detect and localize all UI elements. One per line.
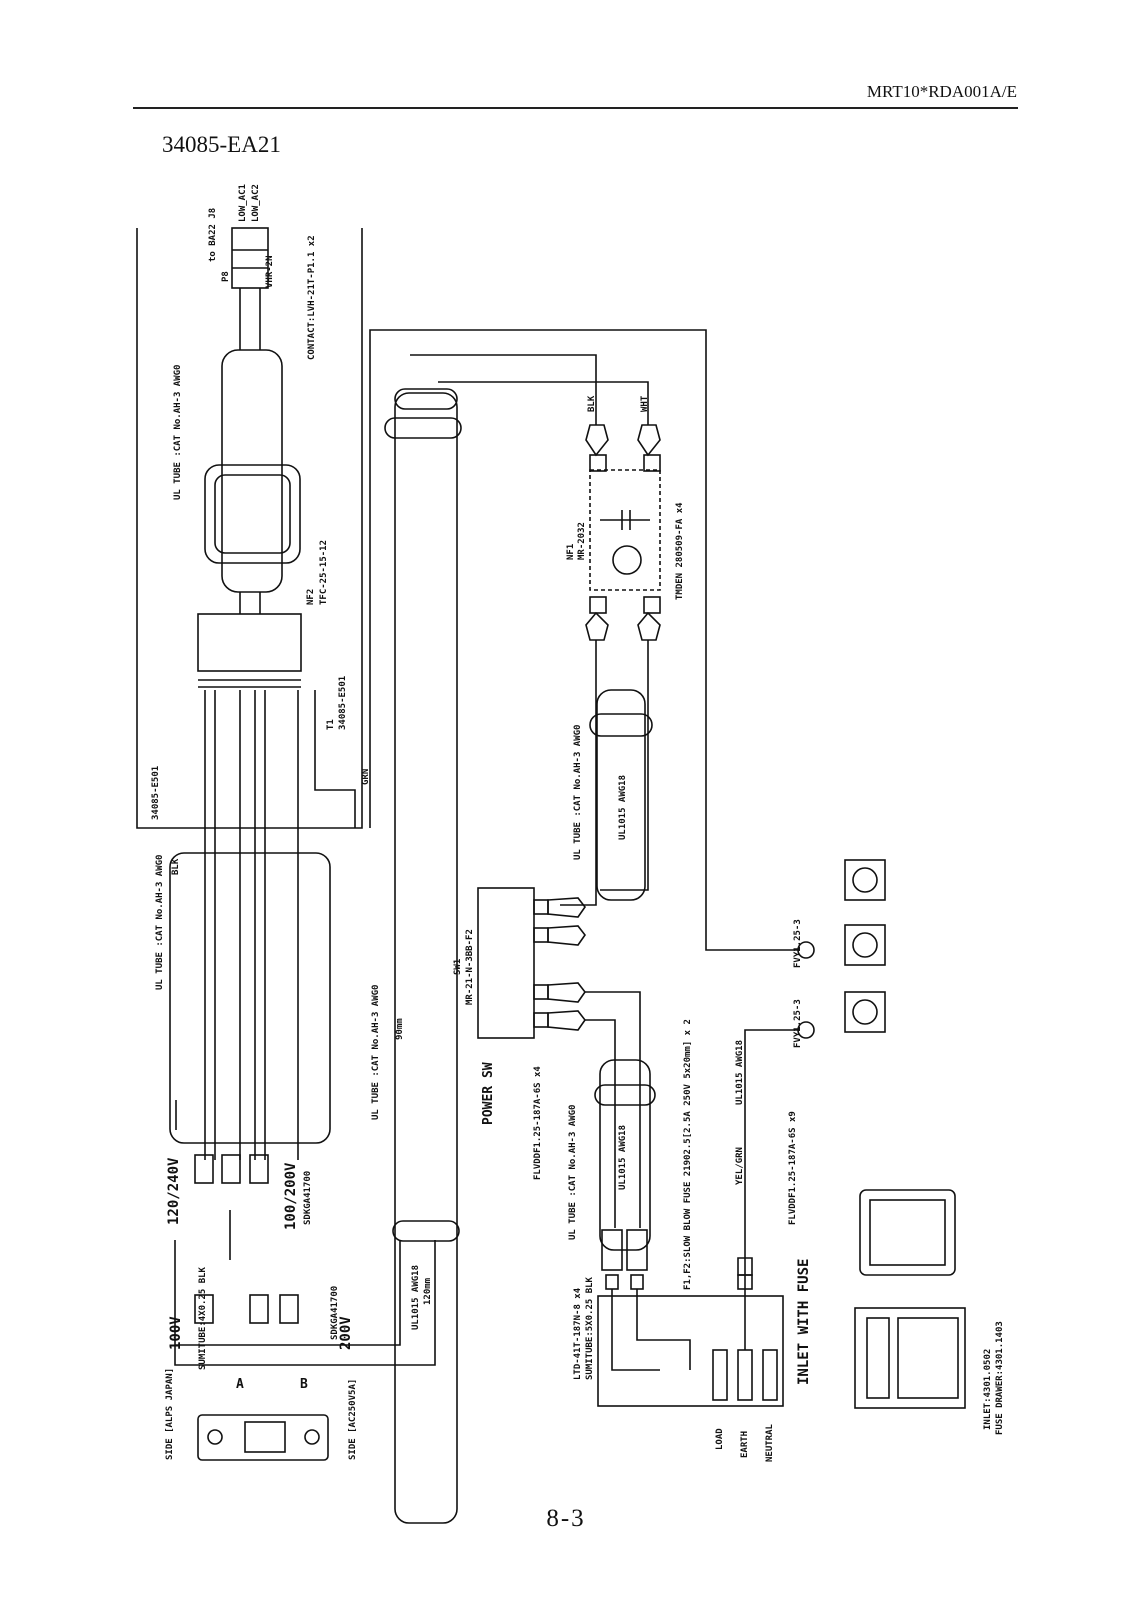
nf2-feeder <box>221 349 283 593</box>
side-switch-drawing <box>197 1414 329 1461</box>
pcb-outline <box>136 228 363 829</box>
label-side-ac: SIDE [AC250V5A] <box>348 1379 358 1460</box>
label-wht-top: WHT <box>640 395 650 412</box>
ul-tube-long <box>394 392 458 1524</box>
label-ltd: LTD-41T-187N-8 x4 <box>573 1287 583 1380</box>
inlet-rear-view <box>859 1189 956 1276</box>
label-sw1: SW1 <box>453 959 463 975</box>
label-a: A <box>236 1377 244 1392</box>
label-ul-tube-low: UL TUBE :CAT No.AH-3 AWG0 <box>568 1105 578 1240</box>
label-flvddf2: FLVDDF1.25-187A-6S x9 <box>788 1111 798 1225</box>
label-100v: 100V <box>168 1316 184 1350</box>
label-low-ac1: LOW_AC1 <box>238 184 248 222</box>
inlet-with-fuse <box>597 1295 784 1407</box>
label-earth-term: EARTH <box>740 1431 750 1458</box>
label-ul1015-right: UL1015 AWG18 <box>735 1040 745 1105</box>
label-contact: CONTACT:LVH-21T-P1.1 x2 <box>307 235 317 360</box>
label-nf2-part: TFC-25-15-12 <box>319 540 329 605</box>
label-nf2: NF2 <box>306 589 316 605</box>
label-200v: 200V <box>338 1316 354 1350</box>
transformer-top <box>197 613 302 672</box>
earth-screw-2 <box>844 924 886 966</box>
label-fvy2: FVY1.25-3 <box>793 999 803 1048</box>
inlet-front-view <box>854 1307 966 1409</box>
label-ul1015-120: UL1015 AWG18 <box>411 1265 421 1330</box>
label-p8: P8 <box>221 271 231 282</box>
page-number: 8-3 <box>546 1505 586 1532</box>
label-ul-tube-top: UL TUBE :CAT No.AH-3 AWG0 <box>173 365 183 500</box>
label-to-ba22: to BA22 J8 <box>208 208 218 262</box>
label-sdk2: SDKGA41700 <box>330 1286 340 1340</box>
label-120mm: 120mm <box>423 1277 433 1305</box>
label-t1: T1 <box>326 719 336 730</box>
label-fvy1: FVY1.25-3 <box>793 919 803 968</box>
label-90mm: 90mm <box>395 1018 405 1040</box>
label-ul-tube-mid: UL TUBE :CAT No.AH-3 AWG0 <box>573 725 583 860</box>
label-yelgrn: YEL/GRN <box>735 1147 745 1185</box>
label-b: B <box>300 1377 308 1392</box>
label-sumitube-mid: SUMITUBE:5X0.25 BLK <box>585 1276 595 1380</box>
ul-tube-lower <box>599 1059 651 1251</box>
label-fuse-note: F1,F2:SLOW BLOW FUSE 21902.5[2.5A 250V 5… <box>683 1019 693 1290</box>
label-load-term: LOAD <box>715 1428 725 1450</box>
label-pcb: 34085-E501 <box>151 766 161 820</box>
label-sumitube-left: SUMITUBE:4X0.25 BLK <box>198 1266 208 1370</box>
label-power-sw: POWER SW <box>481 1062 496 1125</box>
drawing-number: 34085-EA21 <box>162 132 281 157</box>
label-inlet: INLET:4301.0502 <box>983 1349 993 1430</box>
label-blk-top: BLK <box>587 395 597 412</box>
label-sw1-part: MR-21-N-3BB-F2 <box>465 929 475 1005</box>
label-neutral-term: NEUTRAL <box>765 1423 775 1462</box>
label-side-alps: SIDE [ALPS JAPAN] <box>165 1368 175 1460</box>
label-120-240v: 120/240V <box>166 1157 182 1225</box>
label-grn: GRN <box>361 769 371 785</box>
label-fuse-drawer: FUSE DRAWER:4301.1403 <box>995 1321 1005 1435</box>
label-nf1-part: MR-2032 <box>577 522 587 560</box>
nf2-core <box>204 464 301 564</box>
document-code: MRT10*RDA001A/E <box>866 82 1017 101</box>
label-ul-tube-center: UL TUBE :CAT No.AH-3 AWG0 <box>371 985 381 1120</box>
p8-connector <box>231 227 269 289</box>
label-inlet-with-fuse: INLET WITH FUSE <box>796 1259 812 1385</box>
label-low-ac2: LOW_AC2 <box>251 184 261 222</box>
label-t1-part: 34085-E501 <box>338 676 348 730</box>
header-rule <box>133 107 1018 109</box>
label-nf1: NF1 <box>566 544 576 560</box>
earth-screw-1 <box>844 859 886 901</box>
label-tmden: TMDEN 280509-FA x4 <box>675 502 685 600</box>
diagram-labels: to BA22 J8 LOW_AC1 LOW_AC2 P8 VHR-2N CON… <box>151 184 1005 1462</box>
label-ul1015-low: UL1015 AWG18 <box>618 1125 628 1190</box>
ul-tube-middle <box>596 689 646 901</box>
nf1-filter <box>589 469 661 591</box>
sw1-power-switch <box>477 887 535 1039</box>
label-ul1015-mid: UL1015 AWG18 <box>618 775 628 840</box>
label-100-200v: 100/200V <box>283 1162 299 1230</box>
label-blk-left: BLK <box>171 858 181 875</box>
earth-screw-3 <box>844 991 886 1033</box>
label-sdk1: SDKGA41700 <box>303 1171 313 1225</box>
label-ul-tube-left: UL TUBE :CAT No.AH-3 AWG0 <box>155 855 165 990</box>
ul-tube-wide <box>169 852 331 1144</box>
label-flvddf1: FLVDDF1.25-187A-6S x4 <box>533 1066 543 1180</box>
label-vhr: VHR-2N <box>265 255 275 288</box>
